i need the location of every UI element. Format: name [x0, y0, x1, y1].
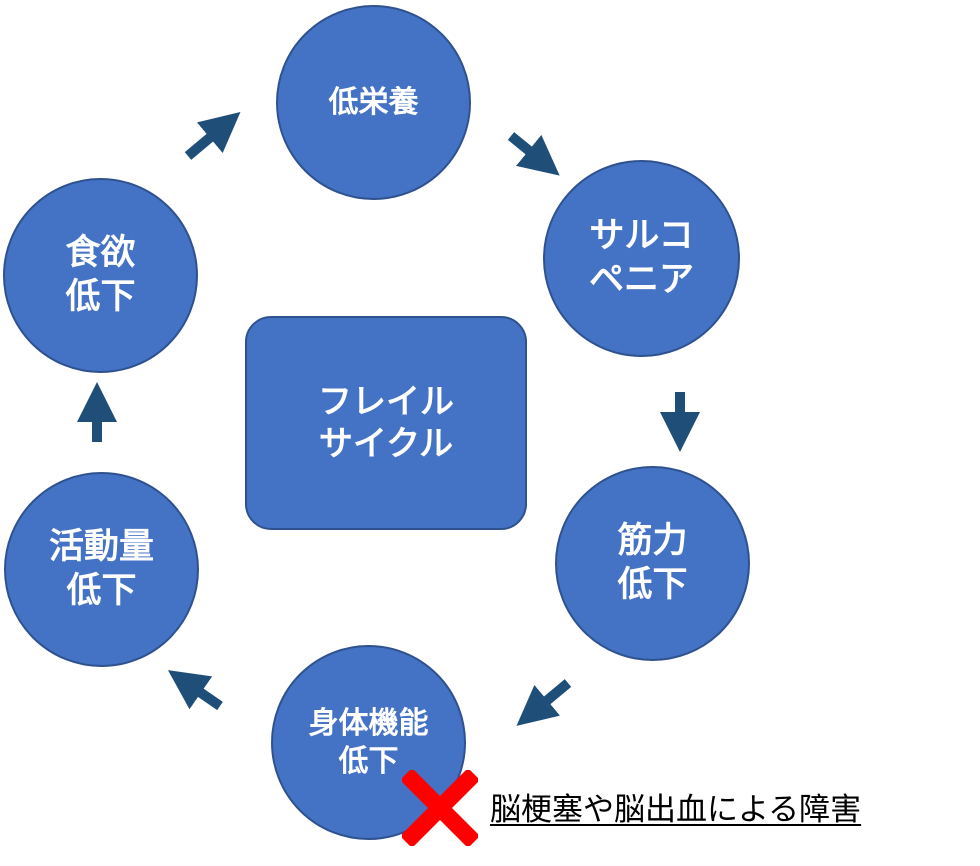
arrow-physical-to-activity [167, 670, 223, 711]
node-sarcopenia-label: サルコ ペニア [588, 215, 694, 300]
arrow-muscle-to-physical [516, 679, 572, 726]
cross-mark-icon [402, 770, 478, 846]
arrow-appetite-to-nutrition [184, 112, 241, 160]
node-sarcopenia: サルコ ペニア [543, 160, 740, 357]
node-appetite-decline-label: 食欲 低下 [65, 232, 136, 317]
arrow-nutrition-to-sarcopenia [507, 132, 560, 176]
node-muscle-decline: 筋力 低下 [555, 466, 750, 661]
center-frailty-cycle-label: フレイル サイクル [318, 381, 454, 465]
node-physical-function-decline-label: 身体機能 低下 [308, 706, 429, 779]
node-activity-decline: 活動量 低下 [4, 472, 199, 667]
node-activity-decline-label: 活動量 低下 [48, 526, 154, 611]
node-low-nutrition: 低栄養 [276, 5, 471, 200]
center-frailty-cycle: フレイル サイクル [245, 316, 527, 530]
node-low-nutrition-label: 低栄養 [328, 84, 419, 120]
cause-note: 脳梗塞や脳出血による障害 [490, 792, 862, 828]
node-muscle-decline-label: 筋力 低下 [617, 520, 688, 605]
node-appetite-decline: 食欲 低下 [3, 178, 198, 373]
